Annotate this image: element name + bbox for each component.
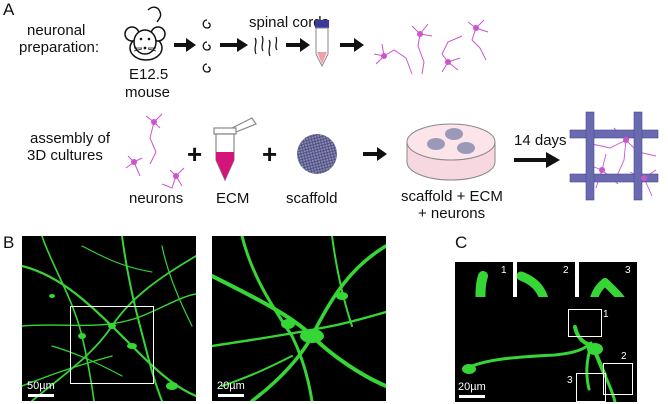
panel-label-b: B — [3, 233, 15, 252]
row1-label-line2: preparation: — [19, 39, 100, 56]
row1-label-line1: neuronal — [27, 22, 86, 39]
arrow-icon — [286, 38, 310, 52]
spinal-cord-icons — [254, 35, 278, 57]
inset-region-1 — [568, 309, 602, 337]
combo-label-line1: scaffold + ECM — [401, 188, 503, 205]
days-label: 14 days — [514, 132, 567, 149]
row2-label-line1: assembly of — [30, 130, 111, 147]
inset-number: 2 — [563, 265, 569, 276]
scale-label: 20µm — [458, 381, 486, 393]
scaffold-label: scaffold — [286, 190, 338, 207]
scaffold-culture-icon — [569, 111, 659, 201]
inset-number: 3 — [625, 265, 631, 276]
inset-region-3 — [576, 373, 606, 402]
dissociated-neurons-icon — [373, 19, 489, 75]
inset-region-number: 3 — [567, 375, 573, 386]
inset-number: 1 — [501, 265, 507, 276]
scale-label-left: 50µm — [27, 380, 55, 392]
arrow-icon — [340, 38, 364, 52]
scale-bar — [218, 394, 244, 397]
row2-label-line2: 3D cultures — [27, 147, 103, 164]
scaffold-icon — [297, 134, 337, 174]
inset-region-2 — [603, 363, 633, 395]
panel-label-a: A — [3, 0, 15, 19]
micrograph-neuron: 1 2 3 20µm — [455, 297, 637, 402]
mouse-age-label: E12.5 — [129, 66, 169, 83]
spinal-cords-label: spinal cords — [249, 14, 330, 31]
ecm-tube-icon — [213, 117, 257, 182]
plus-sign: + — [262, 139, 278, 169]
arrow-icon — [363, 147, 387, 161]
arrow-icon — [220, 38, 248, 52]
plus-sign: + — [187, 139, 203, 169]
arrow-icon — [174, 38, 196, 52]
scale-bar — [459, 395, 485, 398]
neurons-icon — [125, 113, 185, 189]
centrifuge-tube-icon — [315, 20, 329, 68]
scale-bar — [28, 394, 54, 397]
inset-region-number: 2 — [621, 351, 627, 362]
neurons-label: neurons — [129, 190, 184, 207]
arrow-icon — [514, 152, 560, 168]
embryo-icons — [202, 19, 211, 73]
inset-region-number: 1 — [603, 309, 609, 320]
zoom-region-box — [70, 306, 154, 384]
ecm-label: ECM — [216, 190, 250, 207]
scale-label-right: 20µm — [217, 380, 245, 392]
micrograph-zoom: 20µm — [212, 236, 386, 401]
panel-label-c: C — [455, 233, 468, 252]
micrograph-overview: 50µm — [22, 236, 196, 401]
mouse-label: mouse — [125, 84, 171, 101]
combo-label-line2: + neurons — [418, 205, 486, 222]
petri-dish-icon — [406, 123, 496, 181]
mouse-icon — [124, 6, 166, 61]
